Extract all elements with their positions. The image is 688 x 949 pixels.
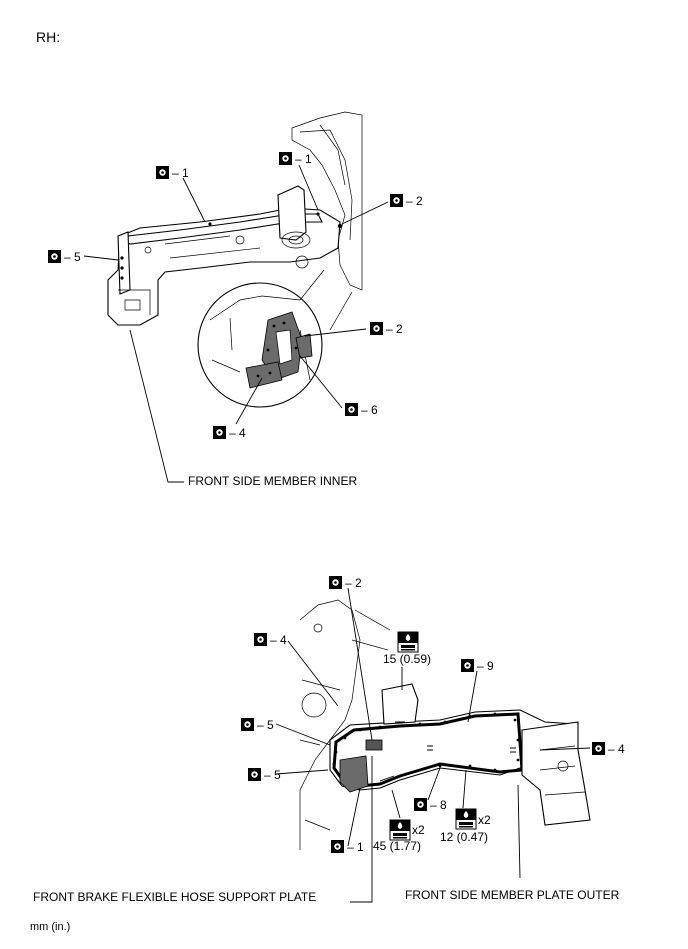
sealer-icon bbox=[389, 819, 411, 841]
side-label: RH: bbox=[36, 29, 60, 45]
callout-number: – 2 bbox=[386, 322, 403, 336]
quantity-right: x2 bbox=[478, 813, 491, 827]
quantity-left: x2 bbox=[412, 823, 425, 837]
part-label-front-side-member-inner: FRONT SIDE MEMBER INNER bbox=[188, 474, 357, 488]
spot-weld-icon bbox=[345, 403, 358, 416]
callout-number: – 1 bbox=[172, 166, 189, 180]
spot-weld-icon bbox=[48, 250, 61, 263]
callout-number: – 1 bbox=[347, 840, 364, 854]
part-label-front-brake-hose-plate: FRONT BRAKE FLEXIBLE HOSE SUPPORT PLATE bbox=[33, 890, 316, 904]
callout-number: – 5 bbox=[264, 768, 281, 782]
callout-number: – 4 bbox=[229, 426, 246, 440]
sealer-icon bbox=[397, 631, 419, 653]
callout-number: – 5 bbox=[257, 718, 274, 732]
spot-weld-icon bbox=[213, 426, 226, 439]
callout-number: – 2 bbox=[406, 194, 423, 208]
spot-weld-icon bbox=[241, 718, 254, 731]
upper-illustration bbox=[83, 111, 389, 483]
spot-weld-icon bbox=[156, 166, 169, 179]
spot-weld-icon bbox=[254, 633, 267, 646]
dimension-left: 45 (1.77) bbox=[373, 839, 421, 853]
callout-number: – 6 bbox=[361, 403, 378, 417]
callout-number: – 4 bbox=[608, 742, 625, 756]
dimension-top: 15 (0.59) bbox=[383, 652, 431, 666]
spot-weld-icon bbox=[248, 768, 261, 781]
callout-number: – 5 bbox=[64, 250, 81, 264]
spot-weld-icon bbox=[370, 322, 383, 335]
callout-number: – 9 bbox=[477, 659, 494, 673]
spot-weld-icon bbox=[592, 742, 605, 755]
dimension-right: 12 (0.47) bbox=[440, 830, 488, 844]
units-label: mm (in.) bbox=[30, 921, 70, 933]
spot-weld-icon bbox=[414, 798, 427, 811]
lower-illustration bbox=[275, 587, 591, 903]
sealer-icon bbox=[455, 808, 477, 830]
spot-weld-icon bbox=[390, 194, 403, 207]
callout-number: – 1 bbox=[295, 152, 312, 166]
callout-number: – 8 bbox=[430, 798, 447, 812]
spot-weld-icon bbox=[461, 659, 474, 672]
spot-weld-icon bbox=[329, 576, 342, 589]
spot-weld-icon bbox=[279, 152, 292, 165]
callout-number: – 2 bbox=[345, 576, 362, 590]
callout-number: – 4 bbox=[270, 633, 287, 647]
spot-weld-icon bbox=[331, 840, 344, 853]
part-label-front-side-member-plate-outer: FRONT SIDE MEMBER PLATE OUTER bbox=[405, 888, 620, 902]
